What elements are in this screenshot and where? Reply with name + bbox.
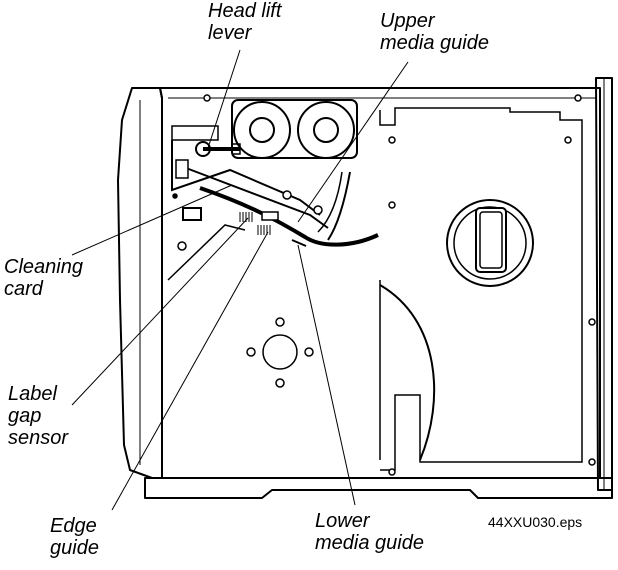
label-head-lift-lever: Head lift lever (208, 0, 281, 44)
label-line: media guide (380, 32, 489, 54)
label-line: guide (50, 537, 99, 559)
base-plate (144, 477, 613, 499)
label-line: sensor (8, 427, 69, 449)
platen-hub (262, 334, 298, 370)
right-door (595, 77, 613, 491)
label-line: Lower (315, 510, 370, 532)
label-line: lever (208, 22, 252, 44)
ribbon-supply-spindle (233, 101, 291, 159)
label-line: gap (8, 405, 42, 427)
leader-lines (71, 49, 409, 511)
label-lower-media-guide: Lower media guide (315, 510, 424, 554)
label-line: media guide (315, 532, 424, 554)
label-line: card (4, 278, 43, 300)
label-line: Cleaning (4, 256, 83, 278)
media-path (199, 186, 379, 247)
label-cleaning-card: Cleaning card (4, 256, 83, 300)
label-line: Upper (380, 10, 435, 32)
label-line: Edge (50, 515, 97, 537)
label-edge-guide: Edge guide (50, 515, 99, 559)
supply-spindle (446, 199, 534, 287)
label-line: Head lift (208, 0, 282, 22)
label-line: Label (8, 383, 57, 405)
label-upper-media-guide: Upper media guide (380, 10, 489, 54)
figure-filename: 44XXU030.eps (488, 514, 583, 530)
label-label-gap-sensor: Label gap sensor (8, 383, 68, 449)
ribbon-takeup-spindle (297, 101, 355, 159)
